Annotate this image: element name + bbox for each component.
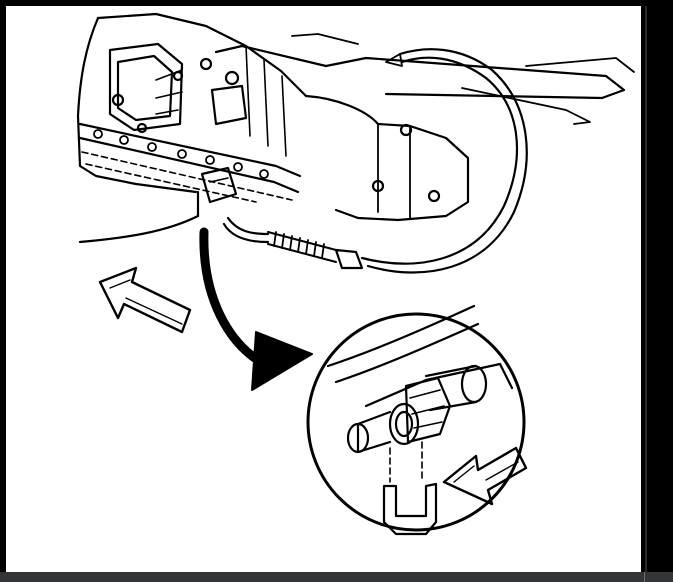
bottom-bar-separator: [644, 572, 645, 582]
right-frame-divider: [645, 6, 647, 572]
detail-inset: [306, 304, 528, 536]
hollow-arrow-left-icon-inset: [442, 446, 528, 506]
diagram-canvas: [6, 6, 641, 572]
transmission-housing: [76, 12, 635, 244]
shift-cable: [222, 48, 528, 274]
right-frame: [641, 6, 673, 572]
transmission-shift-cable-diagram: [76, 12, 635, 536]
pan-bolts: [93, 129, 269, 179]
hollow-arrow-left-icon: [98, 266, 192, 334]
bottom-status-bar: [0, 572, 673, 582]
curved-arrow-icon: [199, 227, 313, 391]
top-frame: [0, 0, 673, 6]
